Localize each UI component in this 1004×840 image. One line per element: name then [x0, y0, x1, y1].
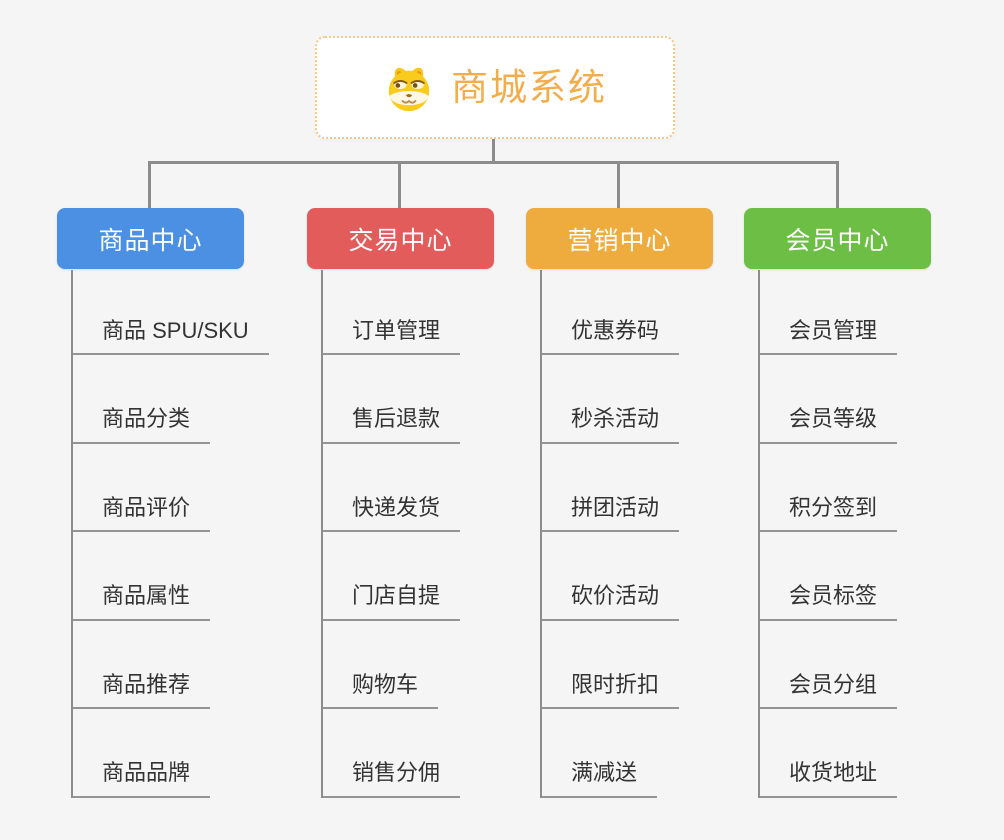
leaf-node[interactable]: 售后退款	[323, 405, 461, 444]
leaf-node[interactable]: 优惠券码	[542, 317, 680, 355]
leaf-column-member: 会员管理 会员等级 积分签到 会员标签 会员分组 收货地址	[758, 270, 898, 798]
connector-root-drop	[492, 139, 495, 163]
leaf-node[interactable]: 商品 SPU/SKU	[73, 317, 269, 355]
leaf-node[interactable]: 收货地址	[760, 759, 898, 798]
connector-drop-product	[148, 161, 151, 210]
connector-drop-trade	[398, 161, 401, 210]
leaf-column-marketing: 优惠券码 秒杀活动 拼团活动 砍价活动 限时折扣 满减送	[540, 270, 680, 798]
leaf-node[interactable]: 商品品牌	[73, 759, 211, 798]
branch-node-trade-center[interactable]: 交易中心	[307, 208, 494, 269]
leaf-node[interactable]: 商品属性	[73, 582, 211, 621]
leaf-node[interactable]: 商品分类	[73, 405, 211, 444]
branch-label: 交易中心	[348, 226, 453, 255]
branch-label: 会员中心	[785, 226, 890, 255]
leaf-column-trade: 订单管理 售后退款 快递发货 门店自提 购物车 销售分佣	[321, 270, 461, 798]
leaf-node[interactable]: 限时折扣	[542, 671, 680, 710]
leaf-node[interactable]: 会员分组	[760, 671, 898, 710]
leaf-node[interactable]: 门店自提	[323, 582, 461, 621]
branch-label: 商品中心	[98, 226, 203, 255]
leaf-column-product: 商品 SPU/SKU 商品分类 商品评价 商品属性 商品推荐 商品品牌	[71, 270, 269, 798]
root-node-label: 商城系统	[451, 67, 607, 108]
leaf-node[interactable]: 砍价活动	[542, 582, 680, 621]
leaf-node[interactable]: 积分签到	[760, 494, 898, 533]
leaf-node[interactable]: 拼团活动	[542, 494, 680, 533]
branch-node-marketing-center[interactable]: 营销中心	[526, 208, 713, 269]
branch-node-member-center[interactable]: 会员中心	[744, 208, 931, 269]
leaf-node[interactable]: 订单管理	[323, 317, 461, 355]
leaf-node[interactable]: 秒杀活动	[542, 405, 680, 444]
connector-drop-member	[836, 161, 839, 210]
shiba-dog-icon	[388, 67, 430, 111]
leaf-node[interactable]: 商品推荐	[73, 671, 211, 710]
connector-horizontal	[148, 161, 839, 164]
leaf-node[interactable]: 会员标签	[760, 582, 898, 621]
leaf-node[interactable]: 满减送	[542, 759, 658, 798]
leaf-node[interactable]: 会员等级	[760, 405, 898, 444]
branch-label: 营销中心	[567, 226, 672, 255]
leaf-node[interactable]: 快递发货	[323, 494, 461, 533]
leaf-node[interactable]: 商品评价	[73, 494, 211, 533]
leaf-node[interactable]: 销售分佣	[323, 759, 461, 798]
leaf-node[interactable]: 购物车	[323, 671, 439, 710]
branch-node-product-center[interactable]: 商品中心	[57, 208, 244, 269]
connector-drop-marketing	[617, 161, 620, 210]
leaf-node[interactable]: 会员管理	[760, 317, 898, 355]
root-node-mall-system[interactable]: 商城系统	[315, 36, 675, 139]
